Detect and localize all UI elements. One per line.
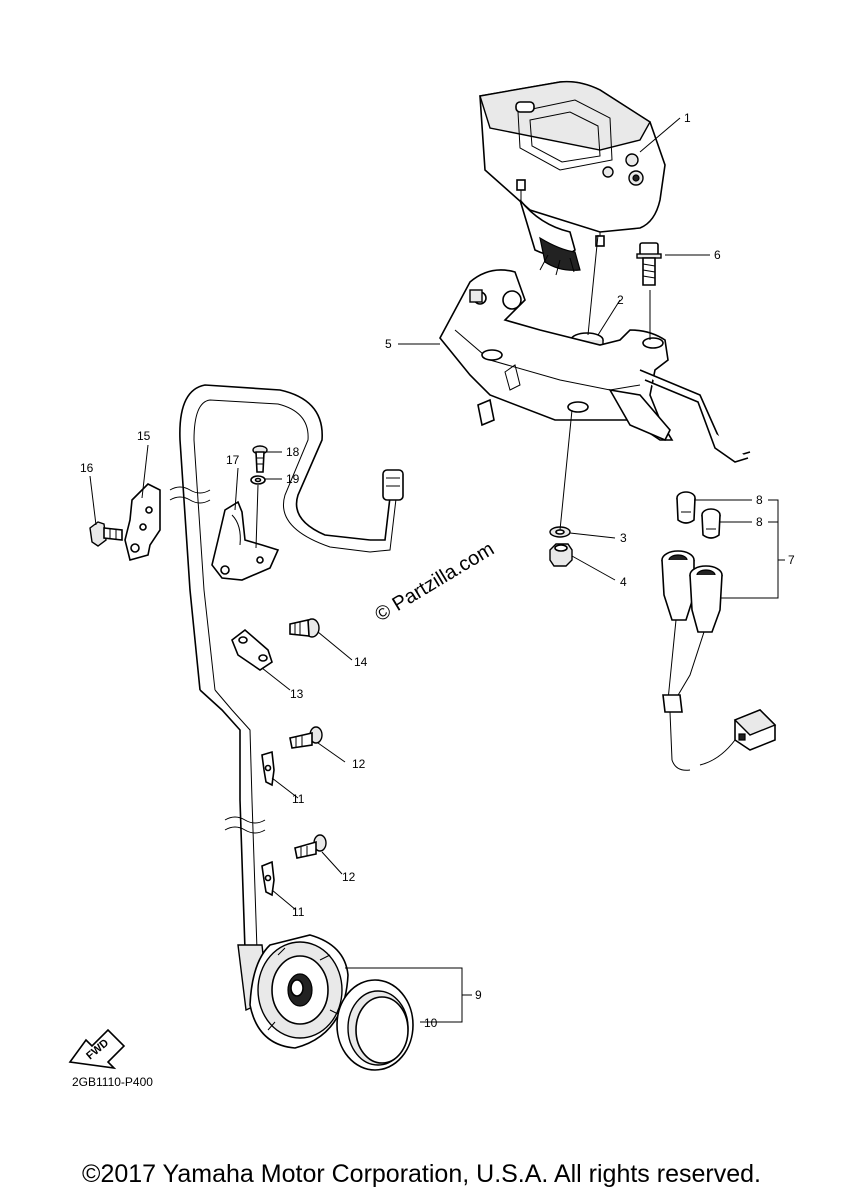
fwd-arrow: FWD [68,1028,126,1070]
bulb-8a [676,491,696,524]
screw-12b [294,834,327,859]
clamp-11a [261,750,275,787]
callout-10: 10 [424,1016,438,1030]
speedometer-gear-9 [249,934,349,1049]
leader-lines [89,117,785,1023]
callout-3: 3 [620,531,627,545]
washer-19 [250,475,266,485]
callout-12b: 12 [342,870,356,884]
socket-assembly-7 [661,550,777,771]
meter-bracket-5 [439,269,751,463]
diagram-code: 2GB1110-P400 [72,1075,153,1089]
bulb-8b [701,508,721,539]
callout-14: 14 [354,655,368,669]
partzilla-watermark: © Partzilla.com [371,538,498,626]
callout-4: 4 [620,575,627,589]
callout-11a: 11 [292,792,305,806]
callout-12a: 12 [352,757,366,771]
plate-13 [231,628,273,671]
callout-16: 16 [80,461,94,475]
callout-15: 15 [137,429,151,443]
callouts: 1 2 3 4 5 6 7 8 8 9 10 11 11 12 12 13 14… [80,111,795,1030]
bolt-6 [636,242,662,286]
callout-1: 1 [684,111,691,125]
callout-2: 2 [617,293,624,307]
oil-seal-10 [336,979,414,1071]
clamp-17 [211,500,280,581]
callout-7: 7 [788,553,795,567]
callout-17: 17 [226,453,240,467]
callout-8a: 8 [756,493,763,507]
screw-14 [289,618,320,638]
callout-5: 5 [385,337,392,351]
callout-11b: 11 [292,905,305,919]
clamp-11b [261,860,275,897]
copyright-notice: ©2017 Yamaha Motor Corporation, U.S.A. A… [82,1160,761,1188]
callout-13: 13 [290,687,304,701]
callout-8b: 8 [756,515,763,529]
callout-6: 6 [714,248,721,262]
callout-9: 9 [475,988,482,1002]
screw-18 [252,445,268,473]
callout-18: 18 [286,445,300,459]
bracket-15 [124,483,161,561]
washer-3 [549,526,571,538]
nut-4 [549,543,573,567]
bolt-16 [89,521,123,547]
screw-12a [289,726,323,749]
callout-19: 19 [286,472,300,486]
meter-assembly [479,80,666,276]
